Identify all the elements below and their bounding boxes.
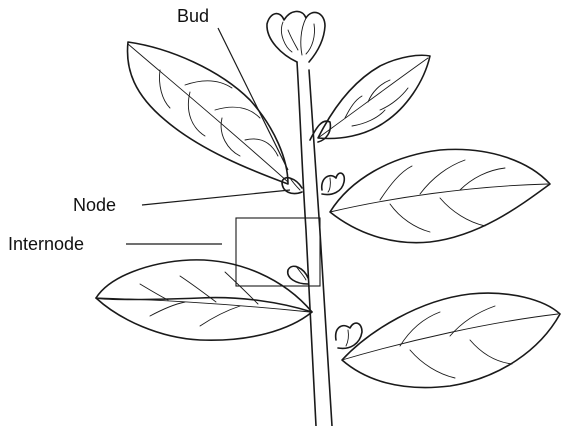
axillary-bud-node-left	[281, 176, 303, 195]
leaf-lower-right	[341, 292, 561, 389]
internode-box	[235, 217, 321, 287]
leaf-lower-left	[95, 259, 313, 342]
internode-label: Internode	[8, 234, 84, 254]
terminal-bud	[266, 10, 326, 63]
bud-leader-line	[217, 27, 289, 171]
leaf-upper-left	[126, 41, 289, 185]
node-leader-line	[141, 189, 291, 206]
axillary-bud-upper-right	[309, 120, 332, 143]
axillary-bud-lower-left	[286, 265, 309, 285]
node-label: Node	[73, 195, 116, 215]
leaf-upper-right	[317, 54, 431, 140]
axillary-bud-lower-right	[334, 322, 363, 350]
axillary-bud-node-right	[320, 172, 346, 196]
stem	[296, 61, 333, 426]
leaf-middle-right	[329, 148, 551, 244]
bud-label: Bud	[177, 6, 209, 26]
